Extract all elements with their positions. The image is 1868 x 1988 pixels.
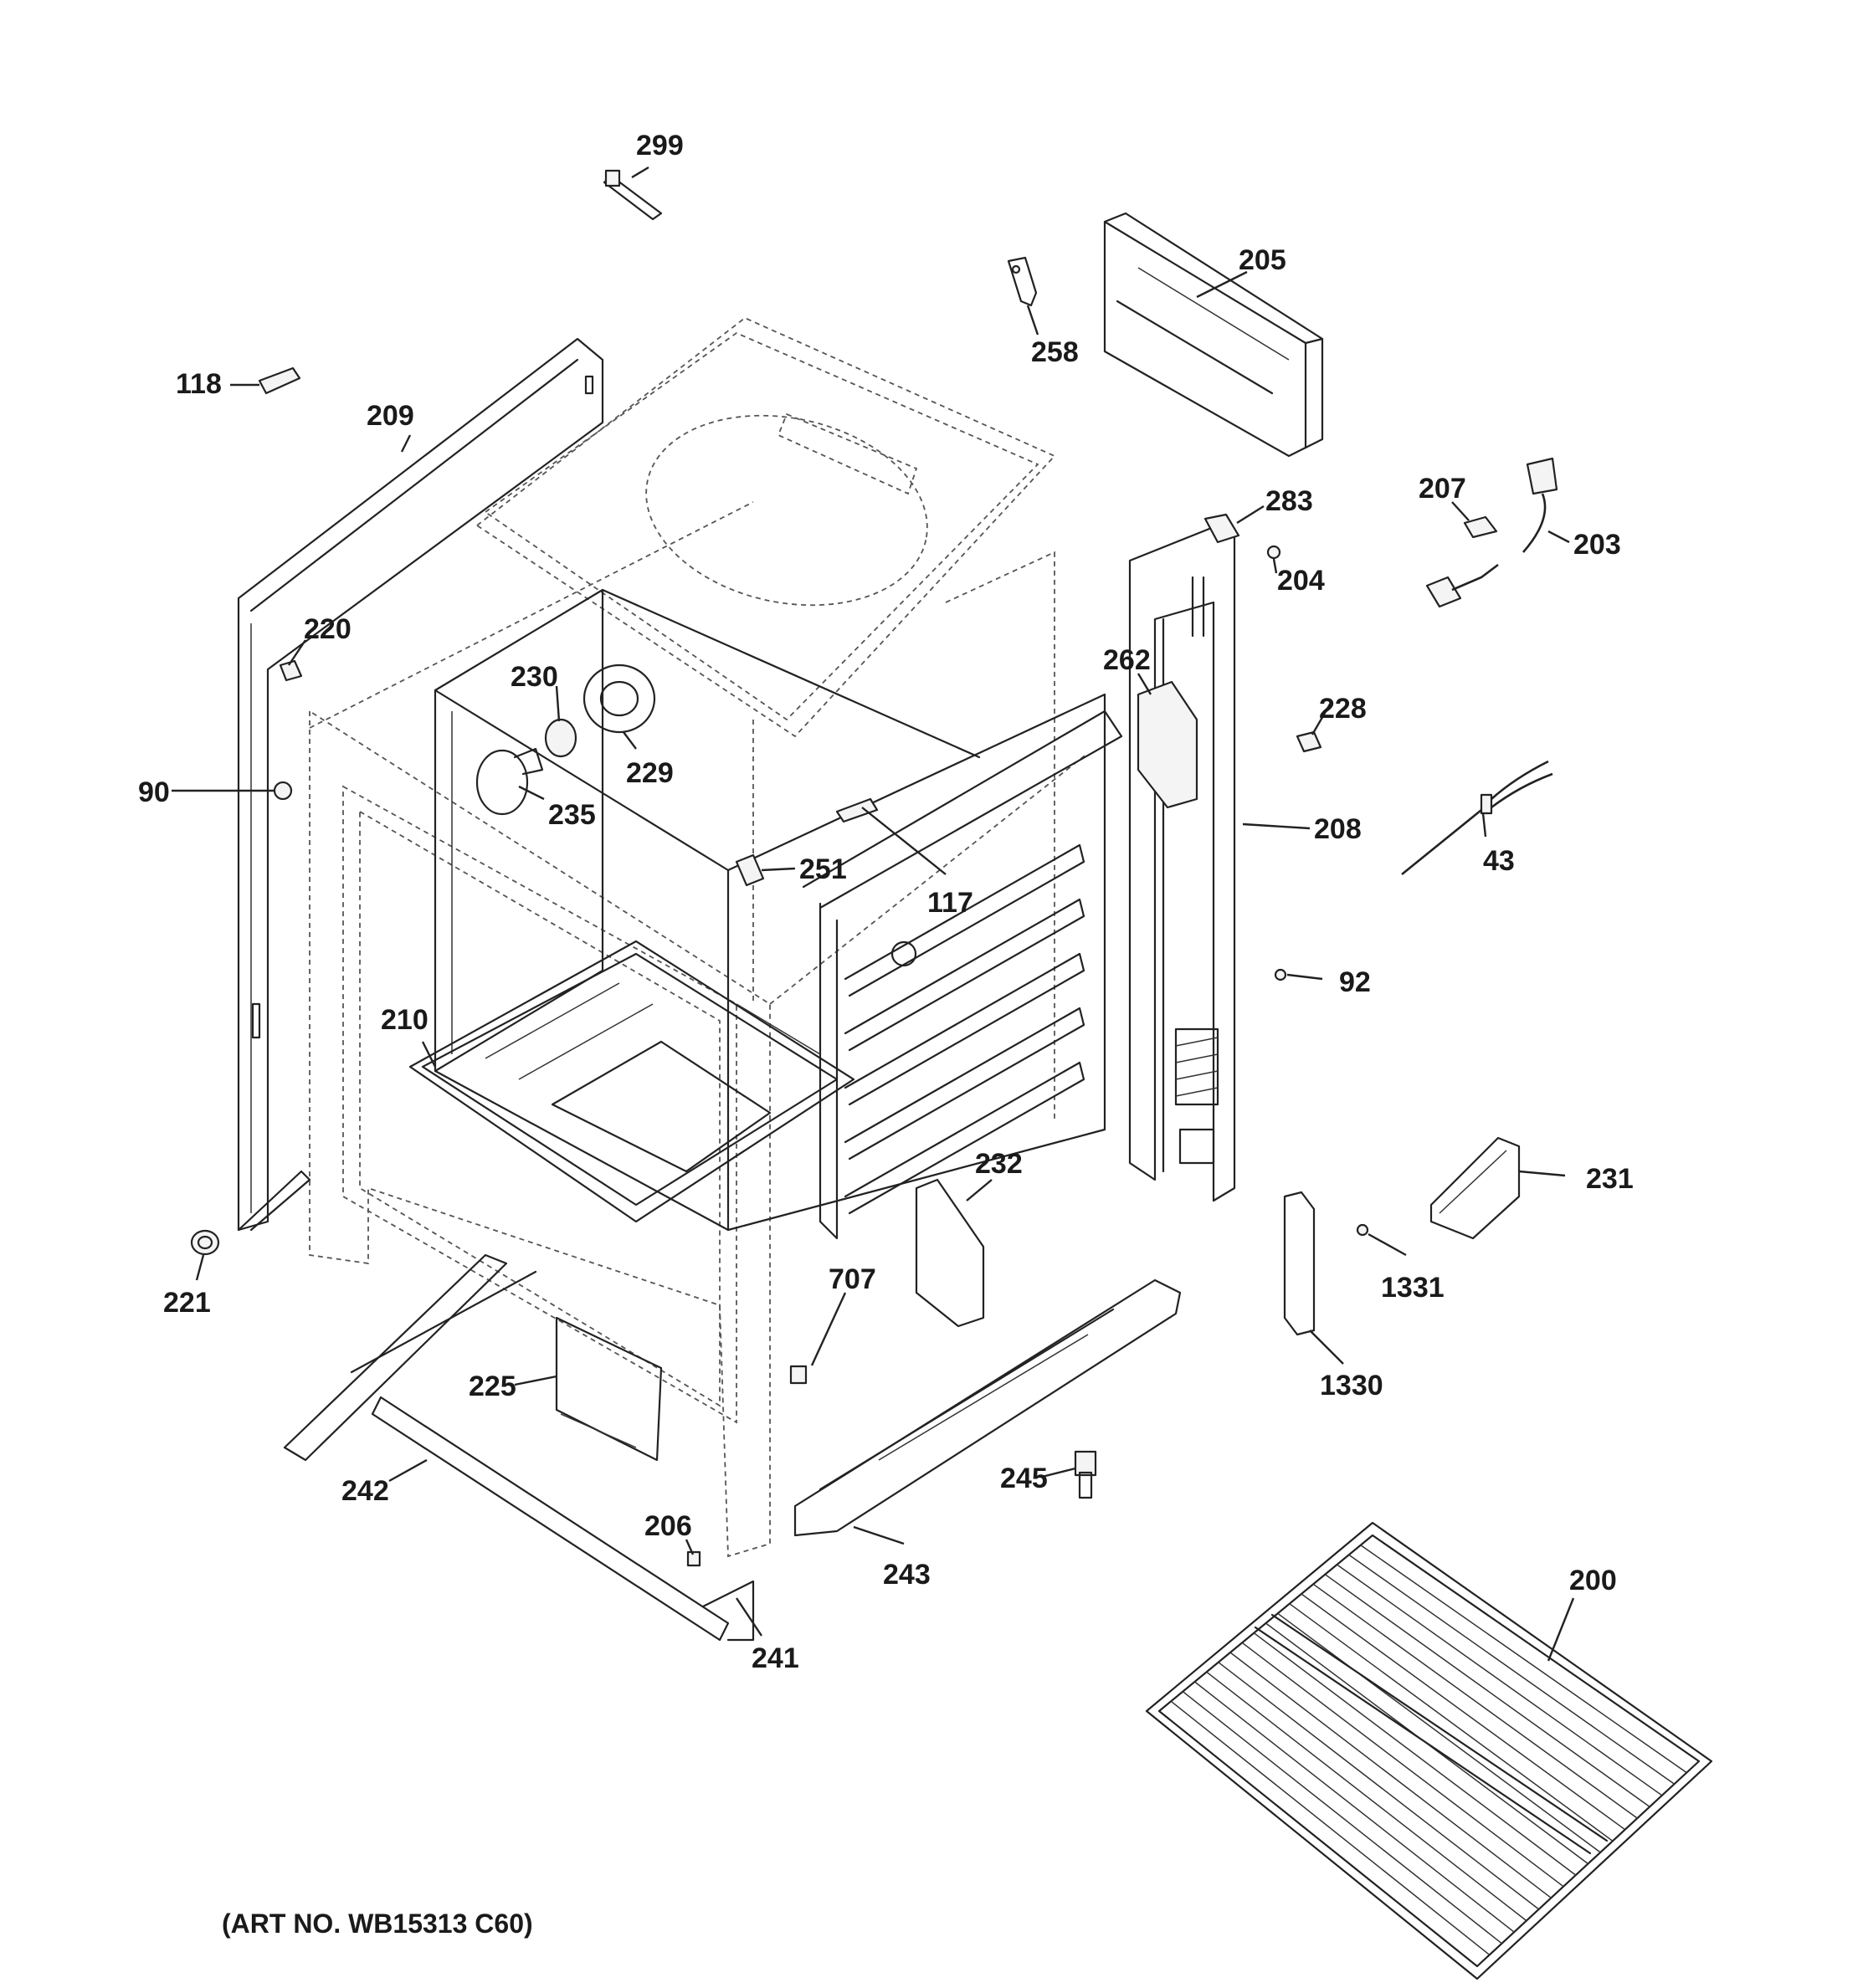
callout-231: 231 bbox=[1586, 1163, 1634, 1195]
callout-232: 232 bbox=[975, 1148, 1023, 1180]
part-707-spacer bbox=[789, 1365, 808, 1385]
part-220-nut bbox=[279, 659, 303, 682]
callout-243: 243 bbox=[883, 1559, 931, 1591]
part-251-bracket bbox=[735, 853, 765, 887]
part-245-leveler bbox=[1074, 1450, 1097, 1499]
callout-251: 251 bbox=[799, 853, 847, 885]
part-207-connector bbox=[1463, 515, 1498, 539]
leader-lines bbox=[172, 166, 1575, 1662]
callout-241: 241 bbox=[752, 1642, 799, 1674]
callout-labels: 299 205 258 118 209 283 207 203 204 220 … bbox=[138, 130, 1634, 1939]
oven-bottom-panel bbox=[408, 940, 855, 1223]
callout-258: 258 bbox=[1031, 336, 1079, 368]
callout-203: 203 bbox=[1573, 529, 1621, 561]
callout-245: 245 bbox=[1000, 1463, 1048, 1494]
part-204-screw bbox=[1266, 545, 1281, 560]
callout-1330: 1330 bbox=[1320, 1370, 1383, 1401]
part-92-screw bbox=[1274, 968, 1287, 981]
part-232-shield bbox=[915, 1178, 985, 1328]
callout-90: 90 bbox=[138, 776, 170, 808]
oven-liner bbox=[434, 588, 1123, 1240]
callout-43: 43 bbox=[1483, 845, 1515, 877]
part-231-bracket bbox=[1429, 1136, 1521, 1240]
callout-242: 242 bbox=[341, 1475, 389, 1507]
left-side-panel bbox=[237, 337, 604, 1232]
part-258-bracket bbox=[1007, 256, 1038, 307]
callout-200: 200 bbox=[1569, 1565, 1617, 1596]
callout-283: 283 bbox=[1265, 485, 1313, 517]
callout-221: 221 bbox=[163, 1287, 211, 1319]
callout-220: 220 bbox=[304, 613, 352, 645]
part-230-socket bbox=[544, 718, 577, 758]
part-206-screw bbox=[686, 1550, 701, 1567]
callout-262: 262 bbox=[1103, 644, 1151, 676]
part-225-cover bbox=[555, 1316, 663, 1462]
part-221-grommet bbox=[190, 1229, 220, 1256]
callout-208: 208 bbox=[1314, 813, 1362, 845]
part-1330-bracket bbox=[1283, 1191, 1316, 1336]
part-1331-screw bbox=[1356, 1223, 1369, 1237]
part-205-vent-trim bbox=[1103, 212, 1324, 458]
part-90-plug bbox=[273, 781, 293, 801]
callout-92: 92 bbox=[1339, 966, 1371, 998]
part-283-switch bbox=[1203, 513, 1240, 544]
callout-207: 207 bbox=[1419, 473, 1466, 505]
part-43-sensor bbox=[1401, 760, 1553, 876]
oven-body-outline bbox=[309, 316, 1089, 1558]
callout-228: 228 bbox=[1319, 693, 1367, 725]
callout-117: 117 bbox=[927, 887, 973, 919]
part-235-bulb bbox=[475, 747, 544, 816]
callout-229: 229 bbox=[626, 757, 674, 789]
callout-204: 204 bbox=[1277, 565, 1325, 597]
part-262-bracket bbox=[1137, 680, 1198, 809]
part-117-clip bbox=[835, 797, 879, 823]
part-242-rail bbox=[283, 1253, 537, 1462]
part-229-light-housing bbox=[582, 664, 656, 734]
right-rear-panel bbox=[1128, 525, 1236, 1202]
callout-205: 205 bbox=[1239, 244, 1286, 276]
callout-1331: 1331 bbox=[1381, 1272, 1445, 1304]
callout-225: 225 bbox=[469, 1371, 516, 1402]
callout-235: 235 bbox=[548, 799, 596, 831]
callout-299: 299 bbox=[636, 130, 684, 161]
callout-118: 118 bbox=[176, 368, 222, 400]
part-200-oven-rack bbox=[1145, 1521, 1713, 1980]
callout-707: 707 bbox=[829, 1263, 876, 1295]
part-241-rail bbox=[371, 1396, 755, 1642]
part-299-clip bbox=[603, 169, 663, 221]
art-number: (ART NO. WB15313 C60) bbox=[222, 1909, 533, 1939]
callout-230: 230 bbox=[511, 661, 558, 693]
callout-209: 209 bbox=[367, 400, 414, 432]
part-203-power-cord bbox=[1425, 457, 1558, 608]
part-228-clip bbox=[1296, 730, 1322, 753]
part-118-clip bbox=[258, 366, 301, 395]
callout-206: 206 bbox=[644, 1510, 692, 1542]
callout-210: 210 bbox=[381, 1004, 429, 1036]
part-243-base-frame bbox=[793, 1278, 1182, 1537]
